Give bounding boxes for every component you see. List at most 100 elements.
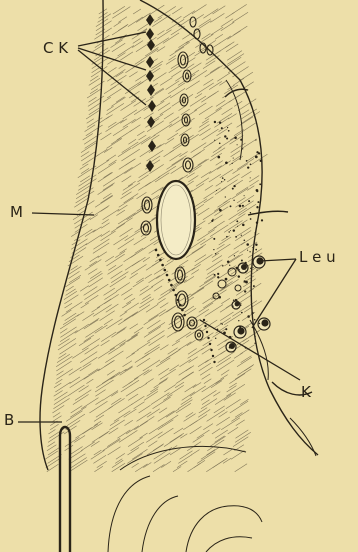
fiber-stroke xyxy=(84,320,98,329)
fiber-stroke xyxy=(208,215,222,224)
ck-nucleus xyxy=(146,70,154,82)
label-ck: C K xyxy=(43,41,68,56)
speck xyxy=(257,201,259,203)
fiber-stroke xyxy=(127,208,145,220)
nucleus-dot xyxy=(161,264,164,267)
fiber-stroke xyxy=(126,426,139,434)
fiber-stroke xyxy=(125,366,133,371)
leucocyte-nucleus xyxy=(235,302,240,307)
fiber-stroke xyxy=(103,391,118,401)
fiber-stroke xyxy=(228,114,236,119)
fiber-stroke xyxy=(219,81,226,86)
fiber-stroke xyxy=(75,324,89,333)
fiber-stroke xyxy=(188,463,201,471)
fiber-stroke xyxy=(118,205,128,211)
speck xyxy=(219,121,221,123)
fiber-stroke xyxy=(64,295,78,304)
fiber-stroke xyxy=(222,93,230,98)
speck xyxy=(225,328,227,330)
fiber-stroke xyxy=(114,22,121,27)
fiber-stroke xyxy=(124,294,133,300)
oval-cell-inner xyxy=(186,73,189,79)
fiber-stroke xyxy=(201,171,211,178)
fiber-stroke xyxy=(227,51,242,61)
fiber-stroke xyxy=(60,343,77,354)
fiber-stroke xyxy=(224,57,242,68)
fiber-stroke xyxy=(205,185,213,190)
fiber-stroke xyxy=(111,271,123,279)
fiber-stroke xyxy=(232,12,248,22)
fiber-stroke xyxy=(105,351,123,363)
fiber-stroke xyxy=(118,213,136,224)
nucleus-dot xyxy=(203,319,205,321)
fiber-stroke xyxy=(99,117,109,124)
fiber-stroke xyxy=(207,410,225,422)
fiber-stroke xyxy=(202,119,209,124)
fiber-stroke xyxy=(165,260,174,266)
fiber-stroke xyxy=(128,394,138,400)
fiber-stroke xyxy=(187,340,196,346)
fiber-stroke xyxy=(214,351,225,358)
fiber-stroke xyxy=(86,235,102,246)
fiber-stroke xyxy=(104,319,113,325)
fiber-stroke xyxy=(164,385,176,393)
fiber-stroke xyxy=(154,453,171,464)
speck xyxy=(221,127,223,129)
fiber-stroke xyxy=(232,188,248,199)
fiber-stroke xyxy=(137,342,150,350)
fiber-stroke xyxy=(92,431,110,443)
fiber-stroke xyxy=(153,73,166,82)
fiber-stroke xyxy=(131,264,147,274)
fiber-stroke xyxy=(128,17,143,27)
fiber-stroke xyxy=(188,348,204,358)
fiber-stroke xyxy=(56,361,71,371)
fiber-stroke xyxy=(132,463,139,468)
fiber-stroke xyxy=(69,275,81,283)
oval-cell xyxy=(194,29,200,39)
fiber-stroke xyxy=(191,143,207,153)
fiber-stroke xyxy=(66,302,83,313)
fiber-stroke xyxy=(159,408,167,413)
fiber-stroke xyxy=(106,304,119,312)
fiber-stroke xyxy=(191,287,204,295)
fiber-stroke xyxy=(234,242,245,249)
fiber-stroke xyxy=(159,306,175,317)
fiber-stroke xyxy=(204,275,216,283)
oval-cell-inner xyxy=(186,161,191,169)
fiber-stroke xyxy=(81,398,98,409)
fiber-stroke xyxy=(86,379,93,384)
fiber-stroke xyxy=(170,433,184,442)
fiber-stroke xyxy=(70,454,85,464)
fiber-stroke xyxy=(110,276,126,287)
fiber-stroke xyxy=(208,227,217,233)
fiber-stroke xyxy=(186,38,195,44)
fiber-stroke xyxy=(125,261,140,271)
fiber-stroke xyxy=(232,67,248,78)
fiber-stroke xyxy=(107,370,115,375)
fiber-stroke xyxy=(203,295,216,304)
speck xyxy=(251,312,253,314)
fiber-stroke xyxy=(70,377,80,384)
lower-cell-arcs xyxy=(108,418,316,552)
ck-nucleus xyxy=(146,28,154,40)
fiber-stroke xyxy=(179,367,192,375)
fiber-stroke xyxy=(203,424,213,430)
speck xyxy=(241,260,243,262)
fiber-stroke xyxy=(66,286,74,291)
fiber-stroke xyxy=(166,58,176,64)
ck-nucleus xyxy=(148,140,156,152)
speck xyxy=(247,315,250,318)
fiber-stroke xyxy=(102,219,109,224)
fiber-stroke xyxy=(96,400,104,405)
fiber-stroke xyxy=(117,430,130,438)
speck xyxy=(256,189,258,191)
fiber-stroke xyxy=(125,303,139,312)
speck xyxy=(226,236,228,238)
speck xyxy=(244,195,245,196)
fiber-stroke xyxy=(161,461,171,467)
fiber-stroke xyxy=(185,58,196,65)
speck xyxy=(216,190,217,191)
fiber-stroke xyxy=(81,142,97,153)
fiber-stroke xyxy=(80,286,89,292)
